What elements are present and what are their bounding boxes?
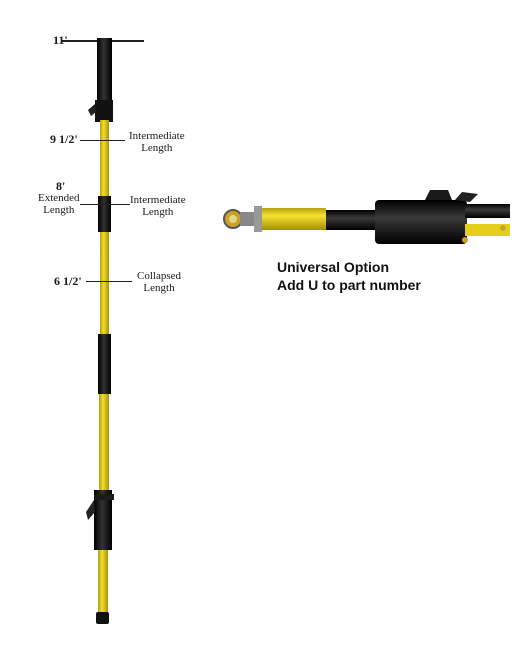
label-intermediate-length-2: Intermediate Length xyxy=(130,194,186,218)
pole-middle-section xyxy=(100,232,109,334)
detail-black-sleeve xyxy=(326,210,378,230)
pole-head xyxy=(97,38,112,120)
height-label-9-5: 9 1/2' xyxy=(50,132,78,146)
caption-line-1: Universal Option xyxy=(277,259,390,275)
pole-lower-section xyxy=(99,394,109,494)
marker-line-6-5 xyxy=(86,281,132,282)
detail-rod-lower xyxy=(465,224,510,236)
pole-foot xyxy=(96,612,109,624)
caption-line-2: Add U to part number xyxy=(277,277,421,293)
label-intermediate-length-1: Intermediate Length xyxy=(129,130,185,154)
pole-bottom-section xyxy=(98,550,108,612)
height-label-11: 11' xyxy=(53,33,68,47)
height-label-8: 8' xyxy=(56,179,66,193)
pole-collar-middle xyxy=(98,334,111,394)
pole-upper-section xyxy=(100,120,109,196)
height-label-6-5: 6 1/2' xyxy=(54,274,82,288)
pole-handle xyxy=(94,490,112,550)
marker-line-9-5 xyxy=(80,140,125,141)
marker-line-8 xyxy=(80,204,130,205)
detail-rod-upper xyxy=(465,204,510,218)
label-collapsed-length: Collapsed Length xyxy=(137,270,181,294)
detail-head-block xyxy=(375,200,467,244)
detail-yellow-tube xyxy=(254,208,326,230)
pole-collar-upper xyxy=(98,196,111,232)
label-extended-length: Extended Length xyxy=(38,192,80,216)
